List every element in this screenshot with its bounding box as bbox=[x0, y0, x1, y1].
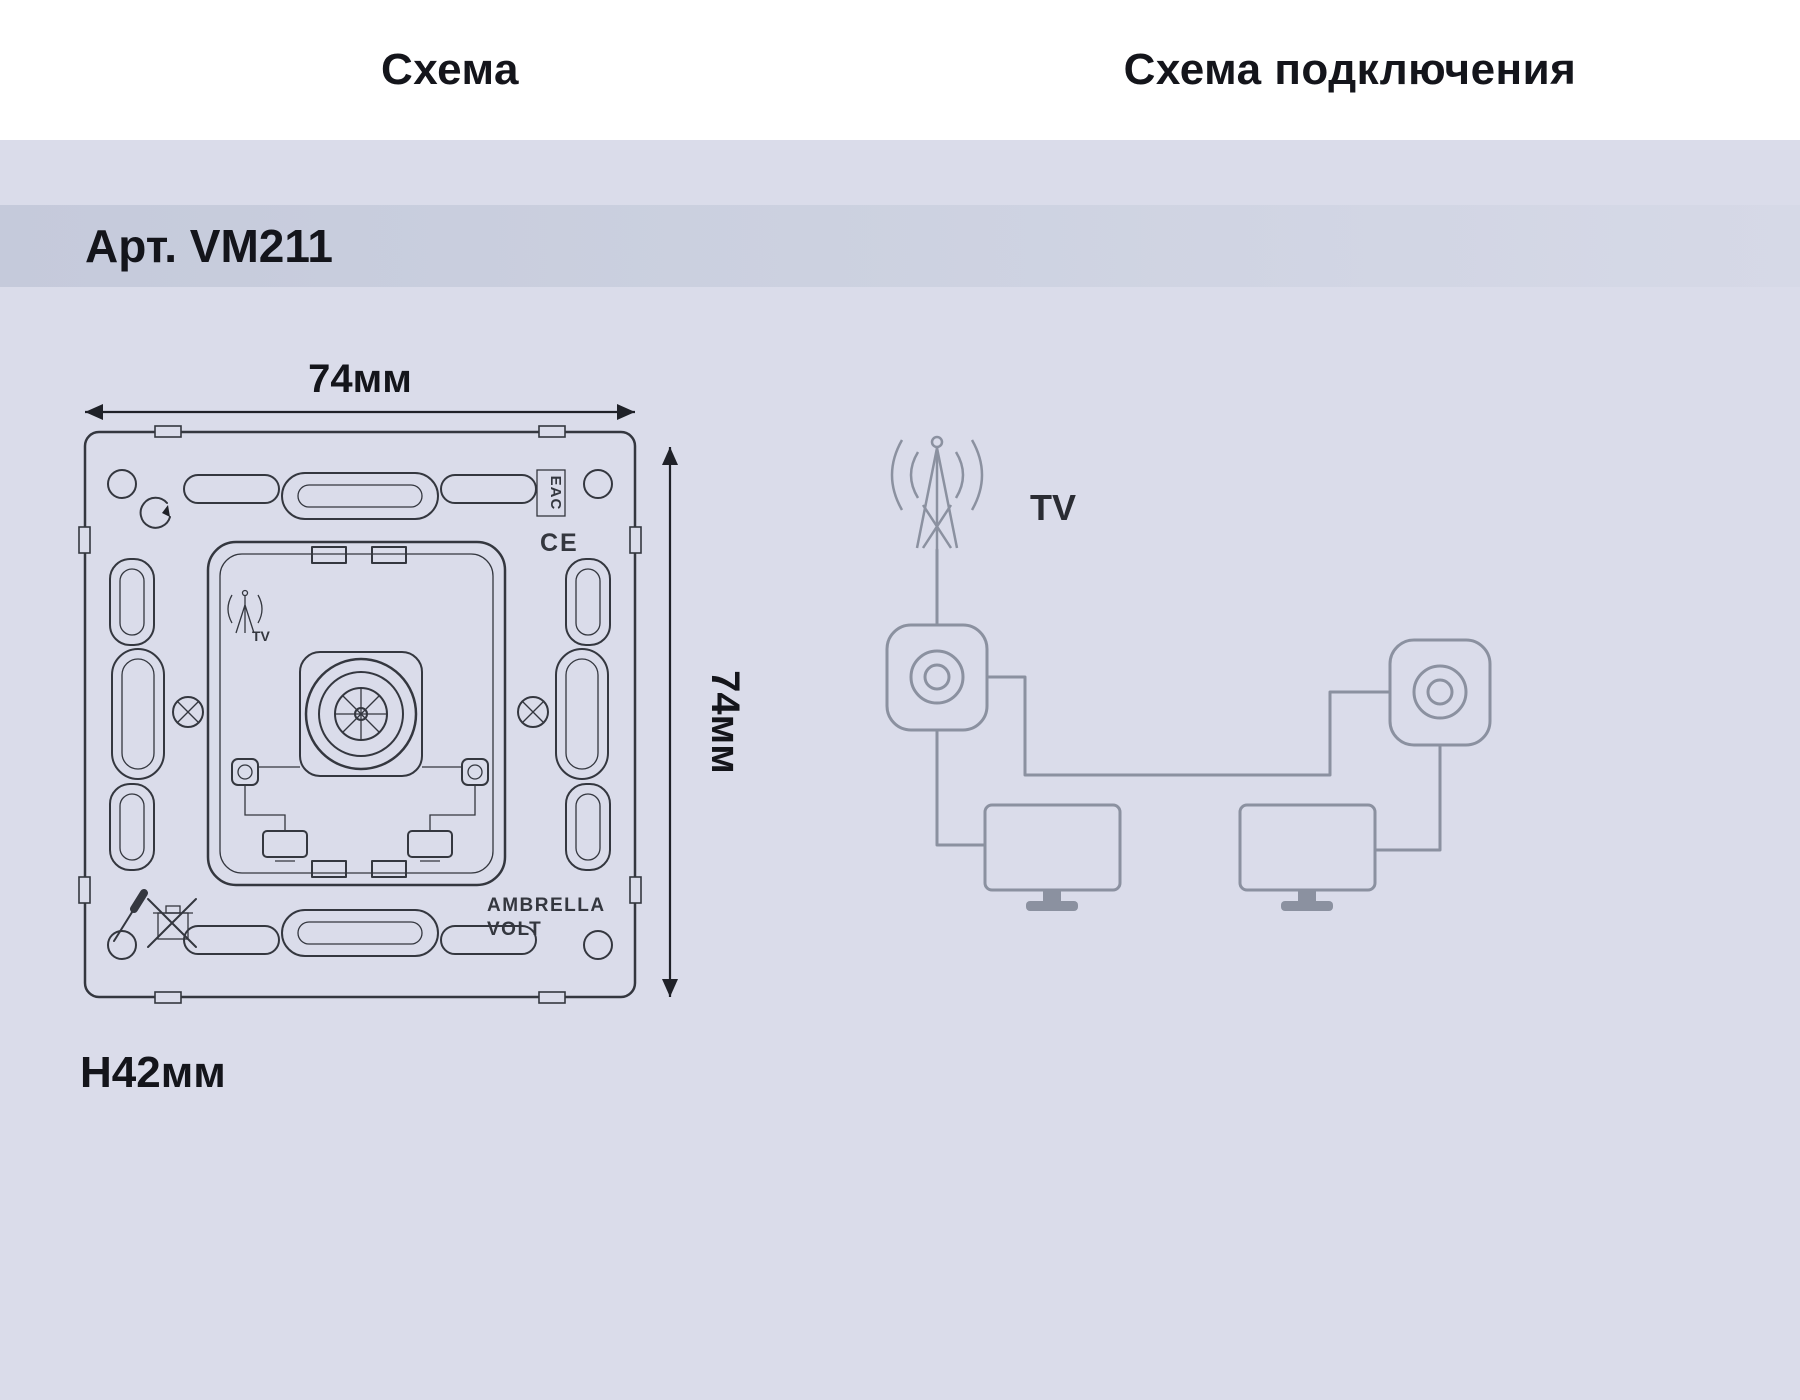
module-tv-label: TV bbox=[252, 628, 271, 644]
left-slot-lower bbox=[109, 783, 155, 871]
terminal-screw-right bbox=[461, 758, 489, 786]
section-headers: Схема Схема подключения bbox=[0, 0, 1800, 140]
arrow-down-icon bbox=[662, 979, 678, 997]
top-slot-left bbox=[183, 474, 280, 504]
screwdriver-icon bbox=[113, 889, 148, 942]
tv-2-icon bbox=[1238, 803, 1377, 911]
article-number: Арт. VM211 bbox=[85, 220, 333, 272]
cable-socket1-to-socket2 bbox=[985, 675, 1392, 777]
module-latch bbox=[311, 860, 347, 878]
plate-notch bbox=[538, 991, 566, 1004]
plate-notch bbox=[154, 991, 182, 1004]
article-band: Арт. VM211 bbox=[0, 205, 1800, 287]
left-panel-title: Схема bbox=[381, 45, 519, 94]
wall-socket-1 bbox=[885, 623, 989, 732]
tv-1-icon bbox=[983, 803, 1122, 911]
module-latch bbox=[371, 546, 407, 564]
eac-mark: EAC bbox=[536, 469, 566, 517]
dimension-width-label: 74мм bbox=[308, 357, 412, 401]
rotate-mark-icon bbox=[139, 496, 171, 529]
fixing-screw-left bbox=[172, 696, 204, 728]
plate-notch bbox=[78, 526, 91, 554]
bottom-slot-center bbox=[281, 909, 439, 957]
wall-socket-2 bbox=[1388, 638, 1492, 747]
right-slot-upper bbox=[565, 558, 611, 646]
left-slot-middle bbox=[111, 648, 165, 780]
mounting-plate: EAC CE AMBRELLA VOLT bbox=[78, 425, 642, 1004]
svg-text:AMBRELLA: AMBRELLA bbox=[487, 895, 606, 916]
dimension-width: 74мм bbox=[85, 357, 635, 420]
left-slot-upper bbox=[109, 558, 155, 646]
dimension-height: 74мм bbox=[662, 447, 747, 997]
no-trash-icon bbox=[147, 898, 197, 948]
svg-text:EAC: EAC bbox=[547, 476, 564, 511]
bottom-slot-left bbox=[183, 925, 280, 955]
cable-socket2-to-tv2 bbox=[1373, 743, 1442, 852]
ce-mark: CE bbox=[540, 529, 579, 557]
antenna-tower-icon bbox=[890, 435, 984, 550]
plate-notch bbox=[538, 425, 566, 438]
svg-text:VOLT: VOLT bbox=[487, 919, 542, 940]
product-dimension-drawing: 74мм 74мм bbox=[78, 357, 747, 1097]
arrow-right-icon bbox=[617, 404, 635, 420]
brand-text: AMBRELLA VOLT bbox=[487, 895, 606, 940]
right-slot-lower bbox=[565, 783, 611, 871]
connection-diagram: TV bbox=[885, 435, 1492, 911]
module-latch bbox=[311, 546, 347, 564]
top-slot-center bbox=[281, 472, 439, 520]
plate-notch bbox=[154, 425, 182, 438]
top-slot-right bbox=[440, 474, 537, 504]
module-latch bbox=[371, 860, 407, 878]
corner-hole bbox=[107, 930, 137, 960]
coax-socket bbox=[299, 651, 423, 777]
corner-hole bbox=[107, 469, 137, 499]
terminal-screw-left bbox=[231, 758, 259, 786]
right-panel-title: Схема подключения bbox=[1123, 45, 1577, 94]
arrow-left-icon bbox=[85, 404, 103, 420]
socket-spokes bbox=[335, 688, 387, 740]
connection-tv-label: TV bbox=[1030, 487, 1076, 528]
output-connector-right bbox=[407, 830, 453, 862]
bottom-slot-right bbox=[440, 925, 537, 955]
tv-socket-module: TV bbox=[206, 540, 507, 887]
arrow-up-icon bbox=[662, 447, 678, 465]
corner-hole bbox=[583, 930, 613, 960]
corner-hole bbox=[583, 469, 613, 499]
plate-notch bbox=[629, 526, 642, 554]
dimension-height-label: 74мм bbox=[703, 670, 747, 774]
plate-notch bbox=[629, 876, 642, 904]
fixing-screw-right bbox=[517, 696, 549, 728]
right-slot-middle bbox=[555, 648, 609, 780]
dimension-depth-label: H42мм bbox=[80, 1048, 226, 1097]
plate-notch bbox=[78, 876, 91, 904]
cable-socket1-to-tv1 bbox=[935, 728, 987, 847]
antenna-pictogram-icon bbox=[227, 589, 263, 634]
output-connector-left bbox=[262, 830, 308, 862]
